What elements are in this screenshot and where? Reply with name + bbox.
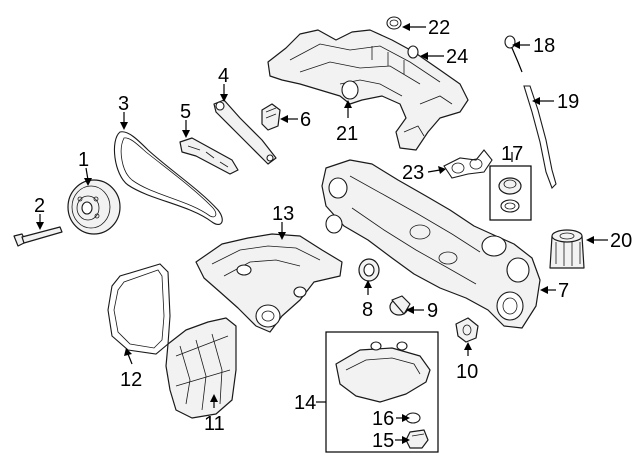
callout-19: 19: [557, 91, 579, 113]
callout-12: 12: [120, 369, 142, 391]
callout-15: 15: [372, 430, 394, 452]
callout-20: 20: [610, 230, 632, 252]
callout-13: 13: [272, 203, 294, 225]
callout-9: 9: [427, 300, 438, 322]
callout-11: 11: [204, 413, 225, 435]
callout-17: 17: [501, 143, 523, 165]
callout-2: 2: [34, 195, 45, 217]
part-drain-plug: [405, 429, 429, 449]
part-oring-24: [407, 45, 419, 59]
callout-16: 16: [372, 408, 394, 430]
part-crank-pulley: [67, 179, 121, 235]
callout-5: 5: [180, 101, 191, 123]
part-tensioner: [261, 103, 281, 131]
callout-1: 1: [78, 149, 89, 171]
callout-4: 4: [218, 65, 229, 87]
part-chain-guide: [179, 137, 239, 175]
part-oil-filler-cap: [489, 165, 532, 221]
part-throttle-gasket: [443, 149, 493, 179]
part-intake-manifold: [267, 29, 469, 151]
part-oil-pan-lower: [325, 331, 439, 453]
part-timing-chain: [113, 131, 223, 226]
part-oil-pressure-switch: [455, 317, 479, 343]
part-oil-pan-upper: [195, 233, 343, 333]
part-timing-cover: [321, 159, 541, 329]
callout-10: 10: [456, 361, 478, 383]
part-pulley-bolt: [13, 226, 63, 247]
part-front-seal: [358, 258, 380, 282]
callout-7: 7: [558, 280, 569, 302]
leader-lines: [36, 23, 608, 444]
callout-22: 22: [428, 17, 450, 39]
callout-18: 18: [533, 35, 555, 57]
part-sensor: [389, 295, 411, 316]
callout-6: 6: [300, 109, 311, 131]
callout-8: 8: [362, 299, 373, 321]
part-gasket-ring-22: [386, 16, 402, 30]
callout-14: 14: [294, 392, 316, 414]
callout-21: 21: [336, 123, 358, 145]
part-oil-pan-gasket: [107, 263, 171, 355]
callout-23: 23: [402, 162, 424, 184]
part-oil-separator: [165, 317, 237, 419]
part-tensioner-lever: [213, 99, 277, 165]
callout-3: 3: [118, 93, 129, 115]
callout-labels: 1 2 3 4 5 6 7 8 9 10 11 12 13 14 15 16 1…: [34, 17, 632, 452]
callout-24: 24: [446, 46, 468, 68]
part-oil-filter: [549, 229, 585, 269]
